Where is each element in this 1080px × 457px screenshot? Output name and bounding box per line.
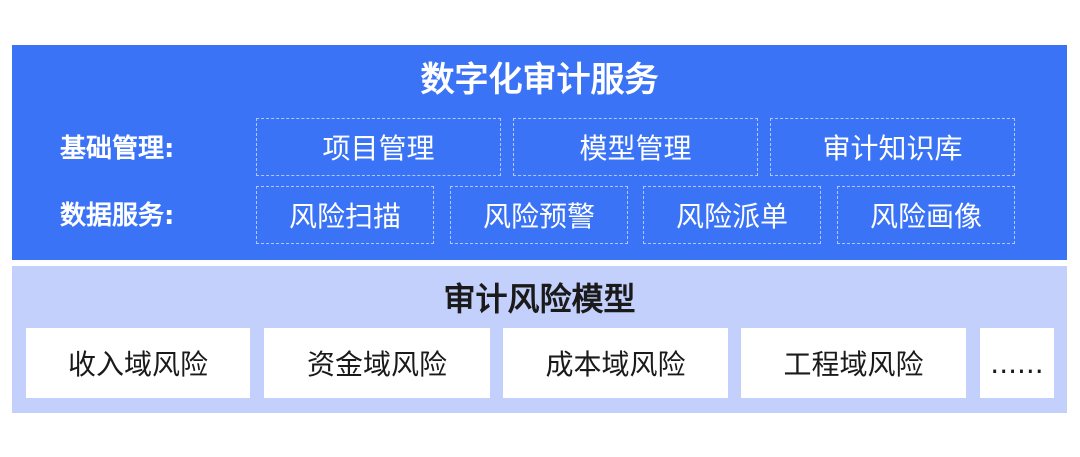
more-ellipsis-box: ......	[980, 328, 1054, 398]
basic-management-label: 基础管理:	[60, 134, 175, 164]
digital-audit-service-panel: 数字化审计服务 基础管理: 项目管理 模型管理 审计知识库 数据服务: 风险扫描…	[12, 45, 1067, 260]
risk-warning-box: 风险预警	[450, 186, 628, 244]
audit-risk-model-panel: 审计风险模型 收入域风险 资金域风险 成本域风险 工程域风险 ......	[12, 266, 1067, 413]
project-management-box: 项目管理	[256, 118, 501, 176]
risk-scan-box: 风险扫描	[256, 186, 434, 244]
revenue-domain-risk-box: 收入域风险	[26, 328, 250, 398]
service-title: 数字化审计服务	[420, 60, 659, 100]
cost-domain-risk-box: 成本域风险	[503, 328, 728, 398]
data-service-label: 数据服务:	[60, 201, 175, 231]
risk-dispatch-box: 风险派单	[643, 186, 821, 244]
model-management-box: 模型管理	[513, 118, 758, 176]
model-title: 审计风险模型	[443, 280, 636, 318]
funds-domain-risk-box: 资金域风险	[264, 328, 490, 398]
engineering-domain-risk-box: 工程域风险	[741, 328, 966, 398]
audit-knowledge-base-box: 审计知识库	[770, 118, 1015, 176]
risk-profile-box: 风险画像	[837, 186, 1015, 244]
